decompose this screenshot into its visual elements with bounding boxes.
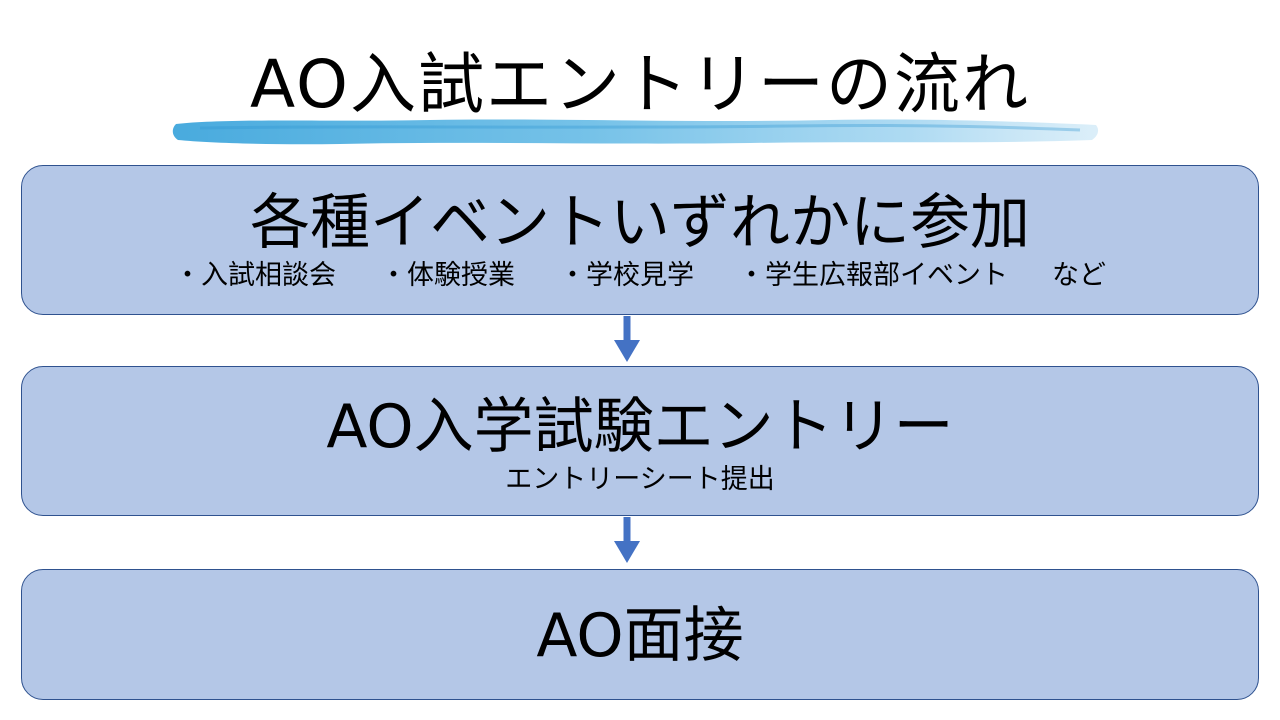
event-item-trial-class: ・体験授業 <box>380 260 515 291</box>
step-heading: 各種イベントいずれかに参加 <box>250 188 1030 258</box>
step-heading: AO入学試験エントリー <box>326 392 954 462</box>
watercolor-brush-stroke <box>172 119 1099 145</box>
down-arrow-icon <box>614 316 640 362</box>
step-ao-entry: AO入学試験エントリー エントリーシート提出 <box>21 366 1259 516</box>
down-arrow-icon <box>614 517 640 563</box>
step-subtext: エントリーシート提出 <box>505 464 775 495</box>
step-event-participation: 各種イベントいずれかに参加 ・入試相談会 ・体験授業 ・学校見学 ・学生広報部イ… <box>21 165 1259 315</box>
event-item-consultation: ・入試相談会 <box>174 260 336 291</box>
step-ao-interview: AO面接 <box>21 569 1259 700</box>
title-area: AO入試エントリーの流れ <box>0 40 1280 150</box>
event-item-campus-tour: ・学校見学 <box>559 260 694 291</box>
event-item-student-pr-event: ・学生広報部イベント <box>738 260 1008 291</box>
step-heading: AO面接 <box>536 601 744 671</box>
event-item-etc: など <box>1052 260 1106 291</box>
page-title: AO入試エントリーの流れ <box>250 46 1030 123</box>
event-list: ・入試相談会 ・体験授業 ・学校見学 ・学生広報部イベント など <box>22 259 1258 293</box>
